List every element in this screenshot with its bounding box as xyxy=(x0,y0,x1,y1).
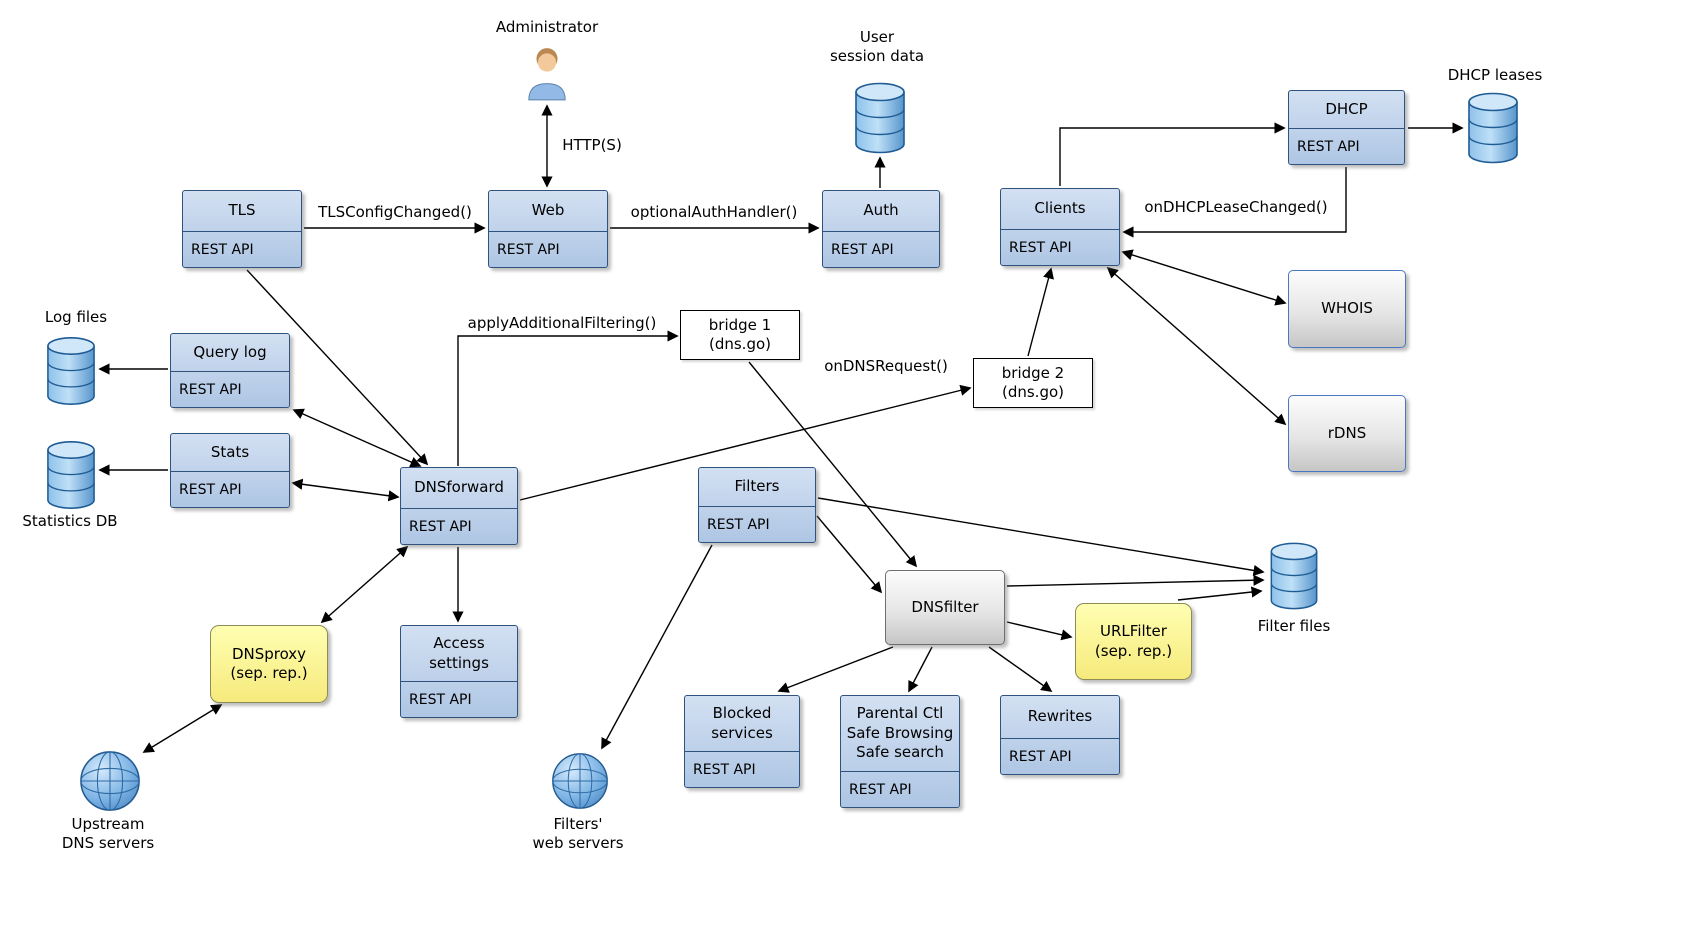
edge-filters-webservers xyxy=(601,544,713,750)
edge-clients-dhcp xyxy=(1059,122,1286,186)
edge-clients-rdns xyxy=(1106,266,1287,426)
edge-dnsfilter-urlfilter xyxy=(1006,621,1073,641)
edge-bridge2-clients xyxy=(1027,267,1054,357)
edge-clients-whois xyxy=(1121,249,1287,306)
edge-filters-filterfiles xyxy=(817,497,1265,576)
edge-tls-dnsforward xyxy=(246,269,429,466)
edge-dnsfilter-blocked xyxy=(777,646,894,693)
edge-dnsfilter-parental xyxy=(908,646,933,693)
edge-dnsforward-bridge2 xyxy=(519,384,972,501)
edge-dnsfilter-filterfiles xyxy=(1006,574,1265,587)
edge-urlfilter-filterfiles xyxy=(1177,586,1263,601)
edge-filters-dnsfilter xyxy=(816,515,883,594)
edge-dnsforward-bridge1 xyxy=(457,330,679,466)
edge-dnsforward-dnsproxy xyxy=(320,545,409,624)
edge-dnsforward-querylog xyxy=(292,408,422,468)
edge-dnsfilter-rewrites xyxy=(988,646,1053,692)
edge-dnsproxy-upstream xyxy=(142,704,223,753)
edge-dnsforward-stats xyxy=(291,478,400,502)
edge-dhcp-clients xyxy=(1122,167,1347,238)
edge-bridge1-dnsfilter xyxy=(748,361,918,568)
